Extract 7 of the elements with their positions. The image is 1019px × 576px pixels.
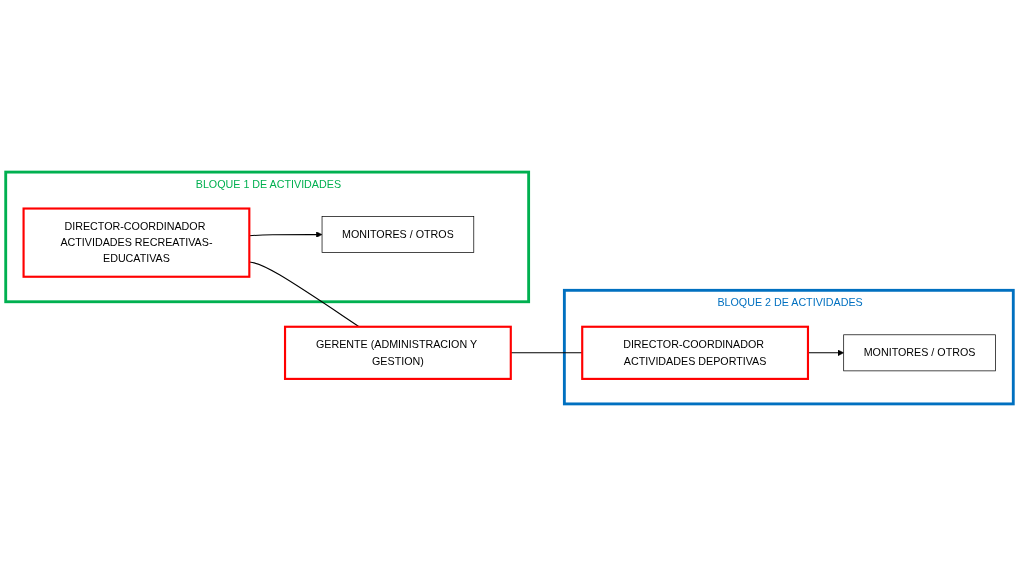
node-box: GERENTE (ADMINISTRACION Y GESTION) (283, 325, 512, 380)
node-box: MONITORES / OTROS (843, 334, 996, 372)
arrow (807, 349, 844, 356)
node-box: DIRECTOR-COORDINADOR ACTIVIDADES RECREATIVAS-EDUCATIVAS (22, 207, 251, 278)
connector (510, 352, 583, 354)
node-box: MONITORES / OTROS (321, 216, 475, 253)
node-box: DIRECTOR-COORDINADOR ACTIVIDADES DEPORTIVAS (581, 325, 810, 380)
